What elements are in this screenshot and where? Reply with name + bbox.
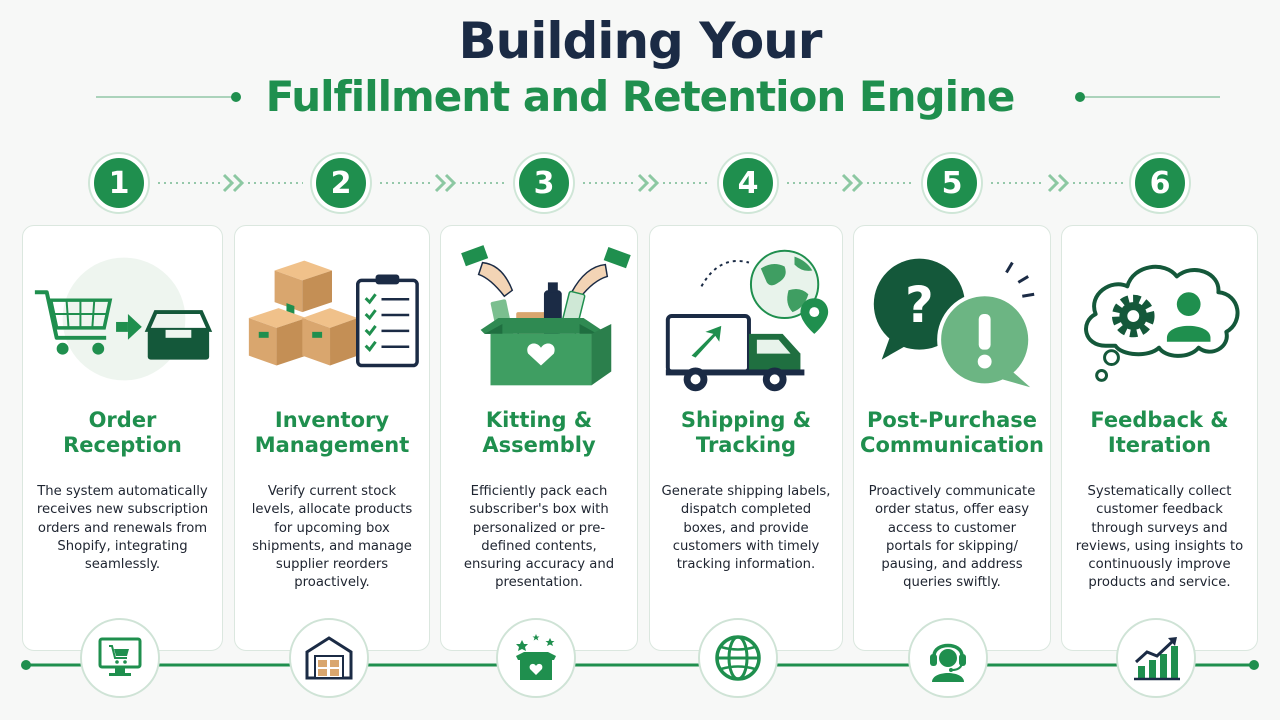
bottom-badge-2 — [289, 618, 369, 698]
title-line-1: Building Your — [458, 12, 823, 70]
bottom-badge-3 — [496, 618, 576, 698]
step-title-2: Inventory Management — [254, 408, 410, 457]
step-card-2: Inventory Management Verify current stoc… — [234, 225, 430, 651]
svg-text:?: ? — [905, 276, 934, 334]
step-card-5: ? Post-Purchase Communication Proactivel… — [853, 225, 1051, 651]
step-description-5: Proactively communicate order status, of… — [868, 484, 1036, 591]
step-title-4: Shipping & Tracking — [680, 408, 812, 457]
step-description-3: Efficiently pack each subscriber's box w… — [463, 484, 615, 591]
step-description-6: Systematically collect customer feedback… — [1075, 484, 1244, 591]
thought-cloud-icon — [1084, 264, 1240, 382]
exclamation-bubble-icon — [937, 292, 1033, 388]
step-title-5: Post-Purchase Communication — [860, 408, 1044, 457]
bottom-badge-5 — [908, 618, 988, 698]
title-line-2: Fulfillment and Retention Engine — [265, 72, 1016, 121]
card-2-illustration — [248, 260, 419, 368]
inbox-tray-icon — [144, 310, 213, 360]
step-description-2: Verify current stock levels, allocate pr… — [251, 484, 413, 591]
alert-lines-icon — [1005, 261, 1035, 298]
step-number-3: 3 — [515, 154, 573, 212]
gift-box-heart-icon — [516, 634, 556, 680]
shopping-cart-icon — [34, 290, 113, 355]
step-connector-3-4 — [583, 173, 711, 193]
product-box-heart-icon — [480, 318, 612, 386]
step-description-1: The system automatically receives new su… — [36, 484, 209, 573]
bottom-badge-1 — [80, 618, 160, 698]
computer-cart-icon — [98, 637, 142, 676]
step-number-6: 6 — [1131, 154, 1189, 212]
arrow-right-icon — [116, 314, 142, 340]
step-connector-2-3 — [380, 173, 508, 193]
gear-icon — [1111, 294, 1155, 338]
step-card-6: Feedback & Iteration Systematically coll… — [1061, 225, 1258, 651]
step-connector-1-2 — [158, 173, 303, 193]
step-card-3: Kitting & Assembly Efficiently pack each… — [440, 225, 638, 651]
card-5-illustration: ? — [873, 258, 1035, 388]
step-number-5: 5 — [923, 154, 981, 212]
title-divider-right — [1075, 92, 1220, 102]
location-pin-icon — [800, 298, 829, 334]
step-connector-5-6 — [991, 173, 1123, 193]
warehouse-icon — [305, 636, 353, 680]
step-title-3: Kitting & Assembly — [482, 408, 596, 457]
growth-chart-icon — [1134, 637, 1180, 681]
step-number-4: 4 — [719, 154, 777, 212]
delivery-truck-icon — [665, 314, 805, 392]
step-title-1: Order Reception — [63, 408, 182, 457]
bottom-badge-4 — [698, 618, 778, 698]
step-card-4: Shipping & Tracking Generate shipping la… — [649, 225, 843, 651]
step-connector-4-5 — [787, 173, 915, 193]
headset-agent-icon — [930, 643, 966, 682]
stacked-boxes-icon — [248, 260, 358, 366]
hands-packing-icon — [461, 245, 631, 300]
title-divider-left — [96, 92, 241, 102]
step-title-6: Feedback & Iteration — [1090, 408, 1229, 457]
bottom-badge-6 — [1116, 618, 1196, 698]
bottom-timeline — [21, 660, 1259, 670]
step-number-2: 2 — [312, 154, 370, 212]
card-4-illustration — [665, 249, 829, 392]
card-3-illustration — [461, 245, 631, 386]
step-description-4: Generate shipping labels, dispatch compl… — [661, 484, 831, 573]
globe-icon — [715, 635, 761, 681]
globe-icon — [749, 249, 820, 319]
step-card-1: Order Reception The system automatically… — [22, 225, 223, 651]
checklist-clipboard-icon — [356, 274, 419, 368]
step-number-1: 1 — [90, 154, 148, 212]
user-icon — [1166, 292, 1211, 342]
card-1-illustration — [34, 257, 213, 381]
card-6-illustration — [1084, 264, 1240, 382]
